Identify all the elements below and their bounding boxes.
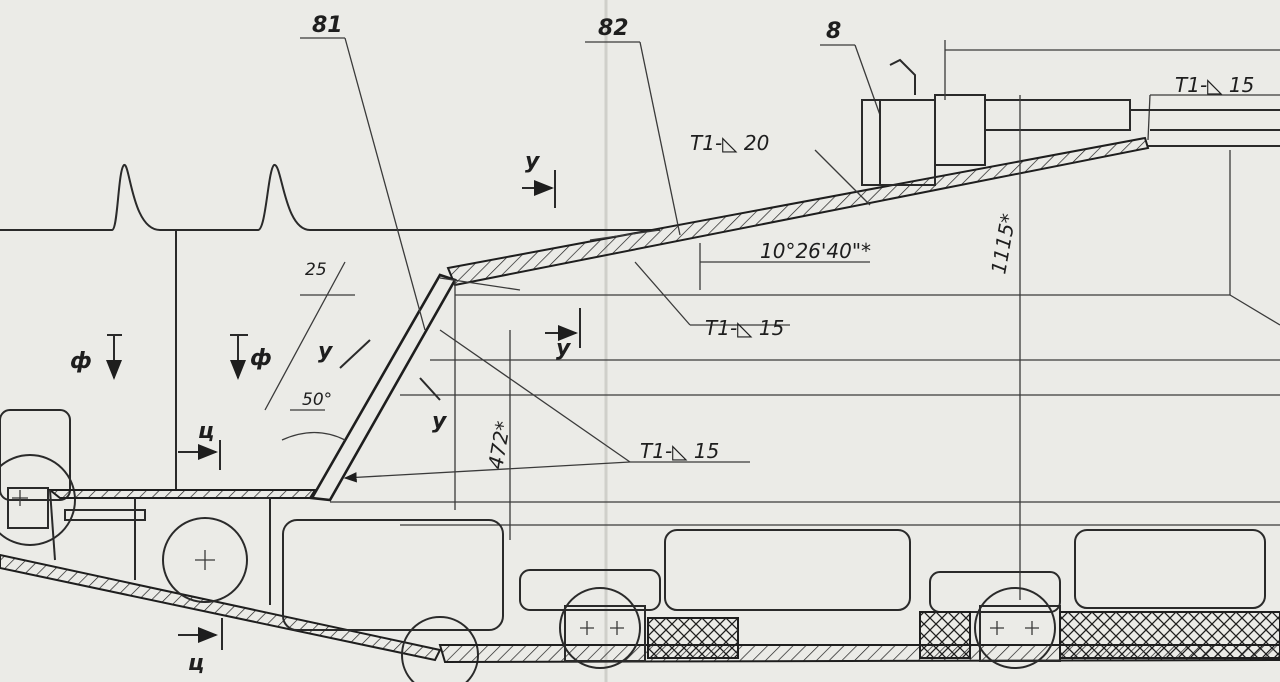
bevel-line <box>1229 294 1280 326</box>
leader <box>439 277 521 291</box>
weld-mark-15: T1-◺ 15 <box>1175 73 1254 97</box>
angle-main-label: 10°26'40"* <box>760 239 871 263</box>
section-label: ф <box>70 349 92 374</box>
cutout-panel <box>1074 529 1266 609</box>
part-8-block <box>879 99 936 186</box>
leader-82 <box>639 41 681 236</box>
part-number-82: 82 <box>598 16 629 41</box>
angle-50-label: 50° <box>302 390 332 410</box>
weld-mark-15: T1-◺ 15 <box>705 316 784 340</box>
dim-1115-label: 1115* <box>986 212 1020 276</box>
part-8-block <box>934 94 986 166</box>
plate-edge <box>589 229 661 241</box>
section-label: у <box>525 149 541 174</box>
bearing-block <box>564 605 646 662</box>
section-markers <box>106 170 581 650</box>
wheel <box>974 587 1056 669</box>
insulation <box>1059 611 1280 659</box>
leader-8 <box>854 44 881 116</box>
leader-81 <box>344 37 426 331</box>
bolt <box>64 509 146 521</box>
section-label: у <box>432 409 448 434</box>
part-number-81: 81 <box>312 13 343 38</box>
wheel-housing <box>929 571 1061 613</box>
upper-contour <box>0 163 660 231</box>
cutout-panel <box>664 529 911 611</box>
section-label: у <box>556 336 572 361</box>
section-label: ц <box>188 651 204 676</box>
angle-50-arc <box>281 431 346 441</box>
part-8-frame <box>861 99 881 186</box>
bolt-block <box>7 487 49 529</box>
lug <box>889 58 916 95</box>
weld-leader <box>634 261 691 326</box>
angle-25-label: 25 <box>305 260 327 280</box>
center-marks <box>12 490 1039 635</box>
bottom-plate <box>47 489 317 499</box>
weld-leader <box>439 329 631 463</box>
insulation <box>647 617 739 659</box>
top-rail <box>984 99 1131 131</box>
wheel-center <box>162 517 248 603</box>
weld-leader <box>814 149 871 206</box>
angle-25-line <box>264 261 346 411</box>
weld-leader <box>1147 94 1151 141</box>
section-label: у <box>318 339 334 364</box>
section-label: ф <box>250 346 272 371</box>
insulation <box>919 611 971 659</box>
wheel-left <box>0 454 76 546</box>
weld-leader <box>343 461 631 483</box>
part-number-8: 8 <box>826 19 841 44</box>
cutout-panel <box>282 519 504 631</box>
wheel <box>559 587 641 669</box>
frame-line <box>255 497 271 605</box>
section-label: ц <box>198 419 214 444</box>
weld-mark-15: T1-◺ 15 <box>640 439 719 463</box>
weld-mark-20: T1-◺ 20 <box>690 131 769 155</box>
left-housing <box>0 409 71 501</box>
plate-81 <box>309 273 457 502</box>
wheel-housing <box>519 569 661 611</box>
strut <box>49 489 56 561</box>
sloped-bottom <box>0 553 442 662</box>
